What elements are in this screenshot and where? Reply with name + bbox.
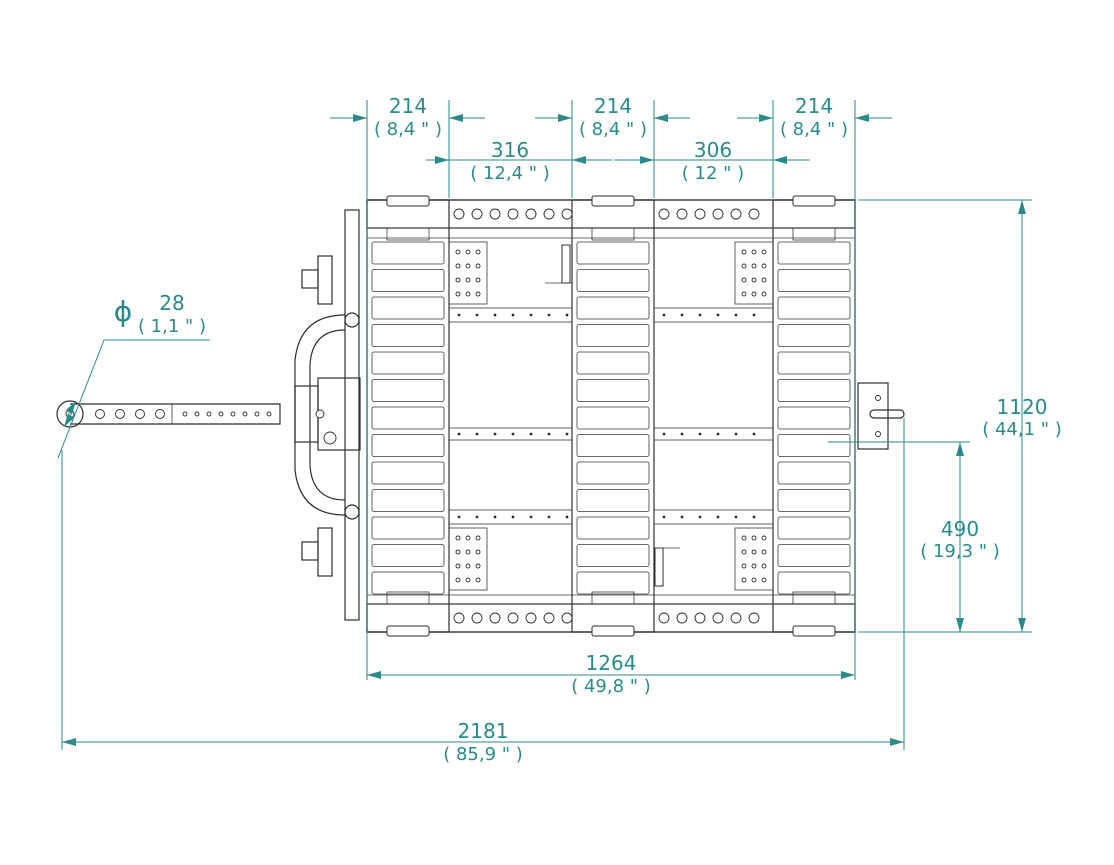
dim-490-value: 490 bbox=[941, 517, 979, 541]
dim-diameter-value: 28 bbox=[159, 291, 184, 315]
roller-column-middle bbox=[571, 199, 655, 633]
dim-316-value: 316 bbox=[491, 138, 529, 162]
dim-214-middle-inch: ( 8,4 " ) bbox=[579, 119, 647, 140]
dim-1264-inch: ( 49,8 " ) bbox=[571, 676, 651, 697]
dim-1120-value: 1120 bbox=[997, 395, 1048, 419]
dim-490-inch: ( 19,3 " ) bbox=[920, 541, 1000, 562]
dim-214-left-inch: ( 8,4 " ) bbox=[374, 119, 442, 140]
dim-1264-value: 1264 bbox=[586, 651, 637, 675]
dim-214-middle-value: 214 bbox=[594, 94, 632, 118]
cart-frame-drawing bbox=[56, 195, 905, 637]
dim-306-inch: ( 12 " ) bbox=[682, 163, 744, 184]
dim-diameter-inch: ( 1,1 " ) bbox=[138, 316, 206, 337]
roller-column-left bbox=[366, 199, 450, 633]
dim-2181-value: 2181 bbox=[458, 719, 509, 743]
roller-column-right bbox=[772, 199, 856, 633]
dim-1120-inch: ( 44,1 " ) bbox=[982, 419, 1062, 440]
dim-214-right-inch: ( 8,4 " ) bbox=[780, 119, 848, 140]
dim-2181-inch: ( 85,9 " ) bbox=[443, 744, 523, 765]
dimension-annotations: 214 ( 8,4 " ) 214 ( 8,4 " ) 214 ( 8,4 " … bbox=[57, 94, 1062, 765]
diameter-symbol: ϕ bbox=[114, 295, 132, 328]
dim-306-value: 306 bbox=[694, 138, 732, 162]
dim-214-right-value: 214 bbox=[795, 94, 833, 118]
dim-214-left-value: 214 bbox=[389, 94, 427, 118]
dim-316-inch: ( 12,4 " ) bbox=[470, 163, 550, 184]
